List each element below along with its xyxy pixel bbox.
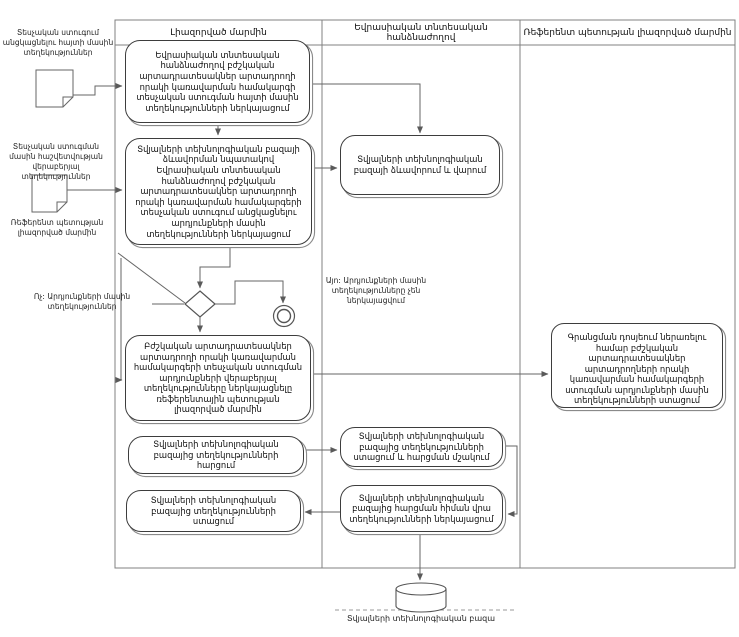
lane-header-authorized-body: Լիազորված մարմին [170, 27, 267, 38]
doc2-label: Տեսչական ստուգման մասին հաշվետվության վե… [9, 142, 103, 181]
activity-db-response: Տվյալների տեխնոլոգիական բազայից հարցման … [340, 485, 503, 532]
activity-db-info-receipt: Տվյալների տեխնոլոգիական բազայից տեղեկութ… [126, 490, 301, 532]
document-icon-2 [31, 174, 68, 213]
referent-state-label: Ռեֆերենտ պետության լիազորված մարմին [10, 218, 104, 237]
decision-diamond-icon [184, 290, 216, 318]
doc1-label: Տեսչական ստուգում անցկացնելու հայտի մասի… [2, 28, 114, 57]
lane-header-eec: Եվրասիական տնտեսական հանձնաժողով [354, 22, 488, 43]
activity-receive-results-for-dossier: Գրանցման դոսյեում ներառելու համար բժշկակ… [551, 323, 723, 408]
activity-submit-inspection-application: Եվրասիական տնտեսական հանձնաժողով բժշկակա… [125, 40, 310, 123]
document-icon-1 [35, 69, 74, 108]
activity-db-info-request: Տվյալների տեխնոլոգիական բազայից տեղեկութ… [128, 436, 304, 474]
swimlane-frame [114, 19, 736, 569]
activity-db-formation: Տվյալների տեխնոլոգիական բազայի ձևավորում… [340, 135, 500, 195]
connector-arrows [67, 83, 549, 581]
activity-submit-inspection-results: Տվյալների տեխնոլոգիական բազայի ձևավորման… [125, 138, 312, 245]
database-icon [395, 582, 447, 613]
activity-submit-results-to-referent: Բժշկական արտադրատեսակներ արտադրողի որակի… [125, 335, 311, 421]
activity-db-receipt-processing: Տվյալների տեխնոլոգիական բազայից տեղեկութ… [340, 427, 503, 467]
database-label: Տվյալների տեխնոլոգիական բազա [346, 614, 496, 623]
yes-branch-label: Այո: Արդյունքների մասին տեղեկությունները… [325, 276, 427, 305]
final-node-icon [272, 304, 296, 328]
no-branch-label: Ոչ: Արդյունքների մասին տեղեկություններ [33, 292, 131, 311]
lane-header-referent-state: Ռեֆերենտ պետության լիազորված մարմին [523, 27, 732, 38]
